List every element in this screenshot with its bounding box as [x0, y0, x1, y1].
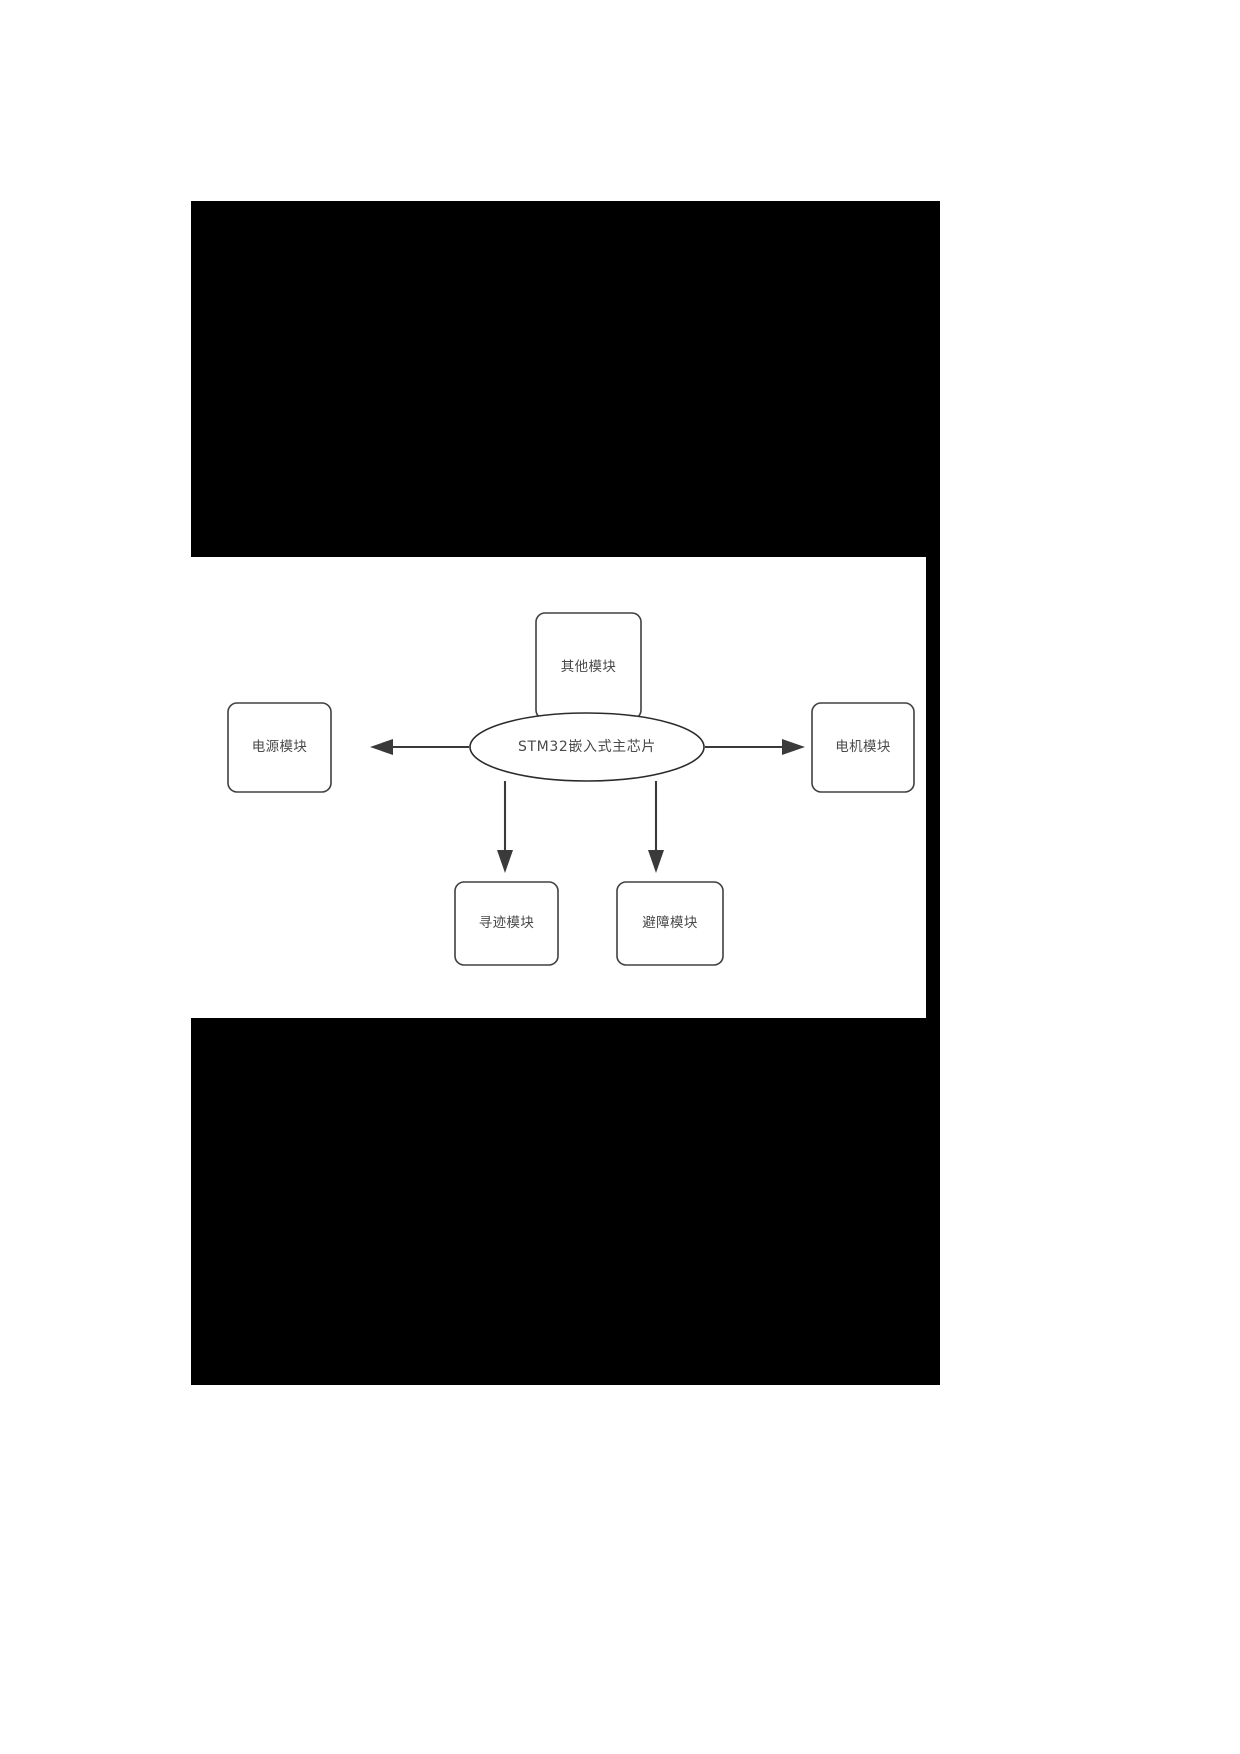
- node-motor-module-label: 电机模块: [835, 739, 891, 755]
- node-stm32-core[interactable]: STM32嵌入式主芯片: [469, 712, 705, 782]
- node-motor-module[interactable]: 电机模块: [811, 702, 915, 793]
- node-stm32-core-shape[interactable]: [469, 712, 705, 782]
- edge-core-to-power-module: [370, 739, 469, 755]
- node-power-module[interactable]: 电源模块: [227, 702, 332, 793]
- node-other-module-label: 其他模块: [561, 659, 617, 675]
- diagram-panel: 其他模块 电源模块 电机模块 寻迹模块 避障模块 STM32嵌入式主芯片: [184, 557, 926, 1018]
- edge-core-to-tracking-module: [497, 781, 513, 873]
- node-tracking-module[interactable]: 寻迹模块: [454, 881, 559, 966]
- node-other-module[interactable]: 其他模块: [535, 612, 642, 720]
- edge-core-to-obstacle-module: [648, 781, 664, 873]
- edge-core-to-motor-module: [705, 739, 805, 755]
- node-obstacle-module[interactable]: 避障模块: [616, 881, 724, 966]
- node-tracking-module-label: 寻迹模块: [479, 915, 535, 931]
- arrowhead-right: [782, 739, 805, 755]
- node-power-module-shape[interactable]: [227, 702, 332, 793]
- arrowhead-down-right: [648, 850, 664, 873]
- node-tracking-module-shape[interactable]: [454, 881, 559, 966]
- node-stm32-core-label: STM32嵌入式主芯片: [518, 739, 656, 755]
- system-block-diagram: 其他模块 电源模块 电机模块 寻迹模块 避障模块 STM32嵌入式主芯片: [227, 612, 915, 966]
- node-motor-module-shape[interactable]: [811, 702, 915, 793]
- node-obstacle-module-shape[interactable]: [616, 881, 724, 966]
- arrowhead-down-left: [497, 850, 513, 873]
- node-obstacle-module-label: 避障模块: [642, 915, 698, 931]
- arrowhead-left: [370, 739, 393, 755]
- node-power-module-label: 电源模块: [252, 739, 308, 755]
